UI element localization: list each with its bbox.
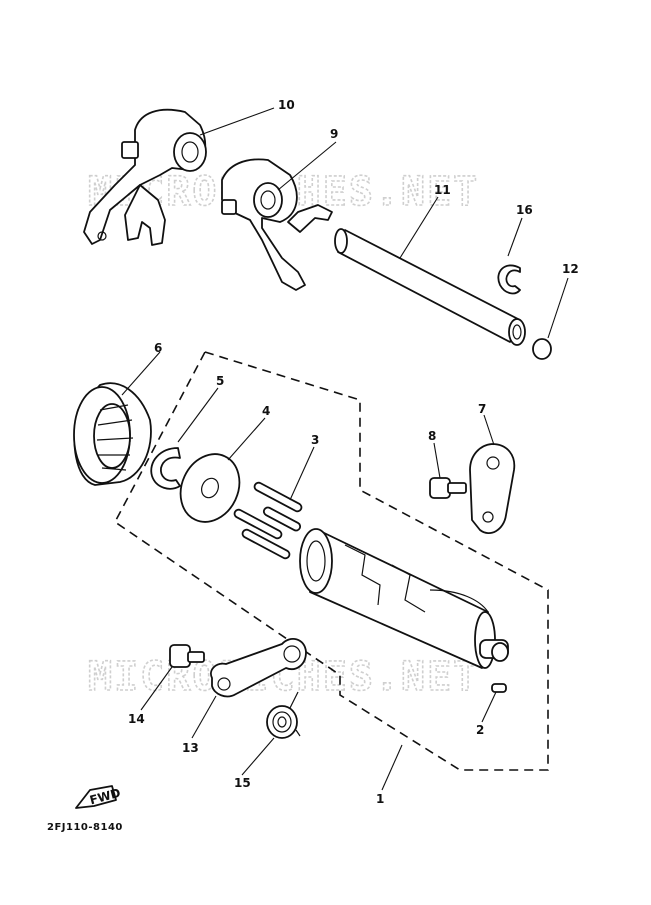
callout-11: 11 xyxy=(434,183,451,197)
bolt-14[interactable] xyxy=(169,644,205,668)
screw-2[interactable] xyxy=(491,683,507,693)
diagram-code: 2FJ110-8140 xyxy=(47,822,123,833)
pins-3[interactable] xyxy=(233,481,303,560)
screw-8[interactable] xyxy=(429,477,467,499)
callout-7: 7 xyxy=(478,402,486,416)
shift-cam-1[interactable] xyxy=(299,528,509,669)
bearing-6[interactable] xyxy=(73,382,152,486)
callouts: 10 9 11 16 12 6 5 4 3 7 8 14 13 15 2 1 xyxy=(128,98,579,806)
callout-13: 13 xyxy=(182,741,199,755)
callout-15: 15 xyxy=(234,776,251,790)
circlip-16[interactable] xyxy=(497,264,521,295)
shift-lever-13[interactable] xyxy=(210,637,307,698)
shift-fork-10[interactable] xyxy=(83,108,207,246)
washer-4[interactable] xyxy=(170,444,250,531)
callout-16: 16 xyxy=(516,203,533,217)
callout-4: 4 xyxy=(262,404,270,418)
callout-14: 14 xyxy=(128,712,145,726)
callout-3: 3 xyxy=(311,433,319,447)
spring-15[interactable] xyxy=(266,691,301,739)
callout-2: 2 xyxy=(476,723,484,737)
circlip-5[interactable] xyxy=(150,447,181,490)
o-ring-12[interactable] xyxy=(532,338,552,360)
callout-10: 10 xyxy=(278,98,295,112)
callout-1: 1 xyxy=(376,792,384,806)
leader-lines xyxy=(121,107,569,791)
callout-8: 8 xyxy=(428,429,436,443)
callout-6: 6 xyxy=(154,341,162,355)
guide-bar-11[interactable] xyxy=(334,228,526,346)
callout-5: 5 xyxy=(216,374,224,388)
callout-9: 9 xyxy=(330,127,338,141)
shift-fork-9[interactable] xyxy=(221,158,333,291)
callout-12: 12 xyxy=(562,262,579,276)
stopper-plate-7[interactable] xyxy=(469,443,516,535)
fwd-arrow-icon: FWD xyxy=(75,785,122,809)
